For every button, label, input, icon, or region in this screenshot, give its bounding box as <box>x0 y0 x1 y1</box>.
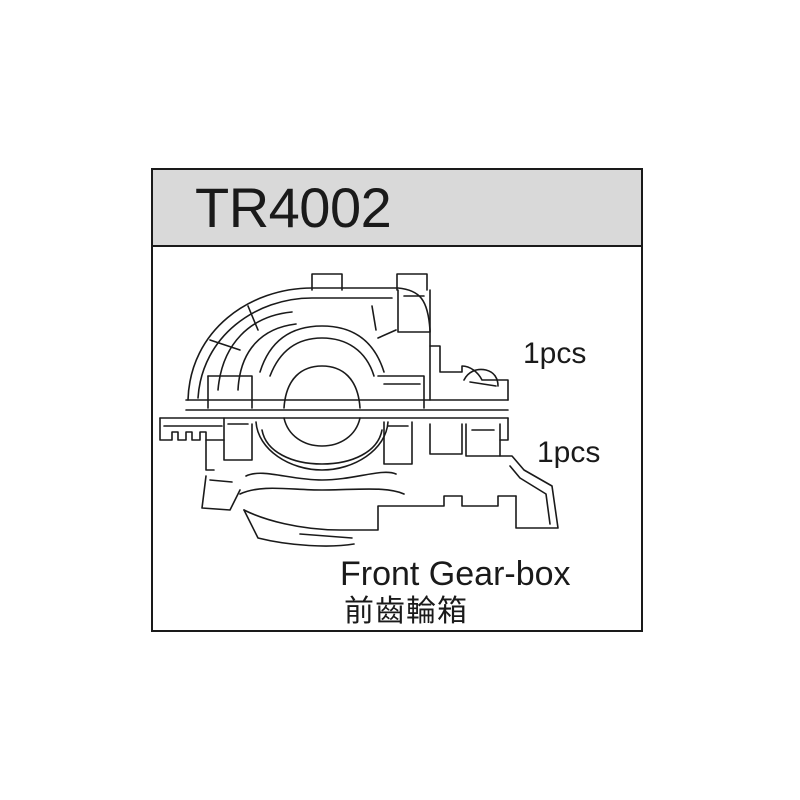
quantity-lower: 1pcs <box>537 436 601 469</box>
quantity-upper: 1pcs <box>523 337 587 370</box>
part-name-english: Front Gear-box <box>340 555 571 593</box>
part-name-chinese: 前齒輪箱 <box>344 594 468 629</box>
part-number: TR4002 <box>195 176 392 239</box>
header-band: TR4002 <box>153 170 641 247</box>
